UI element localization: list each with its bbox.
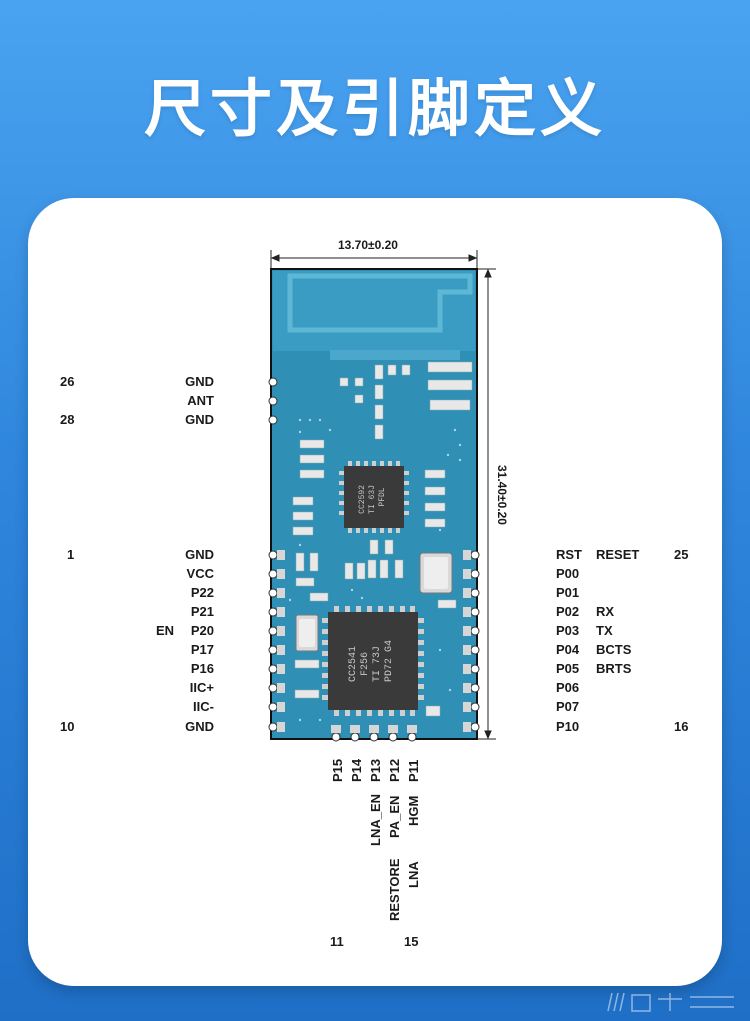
left-pin-name: IIC+ — [189, 680, 214, 695]
left-edge-pads — [268, 377, 278, 732]
right-pin-name: P10 — [556, 719, 580, 734]
bottom-pin-number: 15 — [404, 934, 419, 949]
left-pin-name: VCC — [186, 566, 214, 581]
rf-chip-line-1: CC2592 — [358, 485, 367, 514]
antenna-trace — [273, 271, 475, 360]
page-title: 尺寸及引脚定义 — [143, 72, 606, 145]
left-pin-name: IIC- — [193, 699, 214, 714]
svg-text:CC2541 F256 TI 73J: CC2541 F256 TI 73J PD72 G4 — [348, 640, 395, 682]
pcb-vias — [288, 418, 462, 722]
left-pin-name: GND — [185, 719, 214, 734]
left-pin-number: 1 — [67, 547, 75, 562]
left-pin-name: GND — [185, 412, 214, 427]
right-pin-name: P06 — [556, 680, 580, 695]
right-pin-number: 16 — [674, 719, 689, 734]
right-pin-name: P04 — [556, 642, 580, 657]
right-pin-name: P01 — [556, 585, 580, 600]
bottom-pin-function: HGM — [406, 795, 421, 826]
height-dimension-label: 31.40±0.20 — [495, 465, 509, 525]
rf-chip: CC2592 TI 63J PFDL — [339, 461, 409, 533]
height-dimension-line — [478, 268, 496, 740]
right-edge-pads — [470, 550, 480, 732]
watermark-logo — [607, 992, 734, 1012]
left-pin-number: 10 — [60, 719, 75, 734]
bottom-pad-traces — [331, 725, 417, 733]
main-chip-line-1: CC2541 — [348, 646, 359, 682]
bottom-pin-function-2: RESTORE — [387, 858, 402, 921]
right-pin-function: BRTS — [596, 661, 632, 676]
right-pin-name: P03 — [556, 623, 580, 638]
main-chip-line-2: F256 — [360, 652, 371, 676]
rf-chip-line-3: PFDL — [378, 487, 387, 506]
left-pin-name: P21 — [190, 604, 214, 619]
left-pin-name: P17 — [190, 642, 214, 657]
left-pin-name: GND — [185, 547, 214, 562]
right-pin-function: BCTS — [596, 642, 632, 657]
bottom-pin-number: 11 — [330, 934, 344, 949]
width-dimension-line — [270, 250, 478, 268]
bottom-pin-function: PA_EN — [387, 795, 402, 838]
main-chip: CC2541 F256 TI 73J PD72 G4 — [322, 606, 424, 716]
bottom-pin-function: LNA_EN — [368, 793, 383, 846]
right-pin-name: P07 — [556, 699, 580, 714]
right-pin-name: P02 — [556, 604, 580, 619]
bottom-pin-name: P13 — [368, 758, 383, 782]
bottom-pin-name: P11 — [406, 759, 421, 782]
rf-chip-line-2: TI 63J — [368, 485, 377, 514]
left-pin-number: 26 — [60, 374, 75, 389]
main-chip-line-4: PD72 G4 — [384, 640, 395, 682]
bottom-pin-name: P14 — [349, 758, 364, 782]
main-chip-line-3: TI 73J — [372, 646, 383, 682]
bottom-pin-function-2: LNA — [406, 861, 421, 888]
width-dimension-label: 13.70±0.20 — [338, 238, 398, 252]
right-pin-number: 25 — [674, 547, 689, 562]
svg-text:CC2592 TI 63J PFDL: CC2592 TI 63J PFDL — [358, 480, 387, 514]
left-pin-name: ANT — [187, 393, 214, 408]
left-pin-name: P22 — [190, 585, 214, 600]
right-pin-name: P00 — [556, 566, 580, 581]
passive-components — [292, 361, 473, 717]
right-pad-traces — [463, 550, 471, 732]
left-pin-name: P20 — [190, 623, 214, 638]
left-pin-name: GND — [185, 374, 214, 389]
bottom-pin-name: P15 — [330, 758, 345, 782]
left-pin-number: 28 — [60, 412, 75, 427]
right-pin-function: RX — [596, 604, 615, 619]
left-pad-traces — [277, 550, 285, 732]
left-pin-name: P16 — [190, 661, 214, 676]
right-pin-name: RST — [556, 547, 582, 562]
right-pin-function: TX — [596, 623, 613, 638]
bottom-pin-name: P12 — [387, 758, 402, 782]
right-pin-name: P05 — [556, 661, 580, 676]
left-pin-function: EN — [156, 623, 175, 638]
right-pin-function: RESET — [596, 547, 640, 562]
